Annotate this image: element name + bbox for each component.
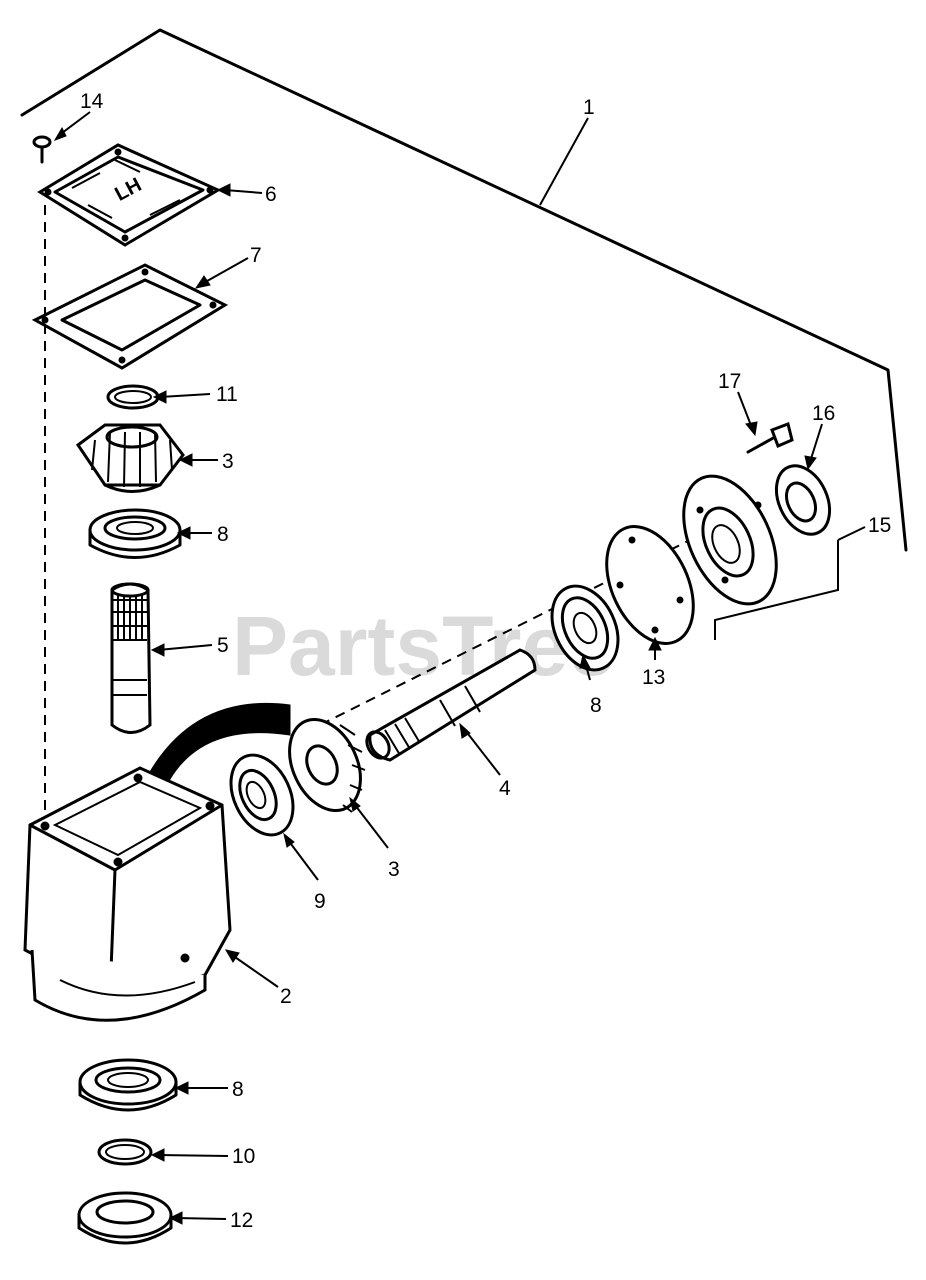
callout-3-upper[interactable]: 3 — [222, 450, 234, 473]
callout-13[interactable]: 13 — [642, 666, 665, 689]
part-2-gear-housing[interactable] — [23, 766, 232, 1022]
part-12-seal[interactable] — [77, 1191, 173, 1245]
part-3-bevel-gear-upper[interactable] — [75, 423, 185, 493]
part-17-bolt[interactable] — [746, 422, 794, 454]
part-6-top-cover[interactable]: LH — [37, 143, 222, 247]
part-8-bearing-lower[interactable] — [78, 1058, 178, 1112]
part-8-bearing-upper[interactable] — [88, 508, 182, 559]
callout-11[interactable]: 11 — [216, 383, 238, 406]
part-16-seal[interactable] — [766, 457, 840, 543]
callout-6[interactable]: 6 — [265, 183, 277, 206]
part-7-gasket[interactable] — [31, 263, 229, 370]
callout-16[interactable]: 16 — [812, 402, 835, 425]
callout-1[interactable]: 1 — [583, 96, 595, 119]
part-9-bearing[interactable] — [219, 745, 305, 845]
callout-8-lower[interactable]: 8 — [232, 1078, 244, 1101]
part-10-snap-ring[interactable] — [97, 1138, 153, 1166]
part-15-bearing-cap[interactable] — [665, 461, 795, 618]
callout-5[interactable]: 5 — [217, 634, 229, 657]
callout-4[interactable]: 4 — [499, 777, 511, 800]
callout-17[interactable]: 17 — [718, 370, 741, 393]
callout-labels: 1 2 3 3 4 5 6 7 8 8 8 9 10 11 12 13 14 1… — [80, 90, 891, 1232]
bracket-15 — [714, 540, 839, 640]
callout-8-upper[interactable]: 8 — [217, 523, 229, 546]
callout-15[interactable]: 15 — [868, 514, 891, 537]
part-14-screw[interactable] — [32, 135, 52, 164]
part-13-gasket-plate[interactable] — [589, 513, 710, 658]
assembly-bracket — [20, 28, 908, 552]
callout-12[interactable]: 12 — [230, 1209, 253, 1232]
leader-arrows — [53, 111, 866, 1225]
callout-3-lower[interactable]: 3 — [388, 858, 400, 881]
callout-7[interactable]: 7 — [250, 244, 262, 267]
part-11-snap-ring[interactable] — [106, 384, 160, 410]
part-3-bevel-gear-lower[interactable] — [276, 708, 375, 822]
callout-10[interactable]: 10 — [232, 1145, 255, 1168]
callout-2[interactable]: 2 — [280, 985, 292, 1008]
part-5-vertical-shaft[interactable] — [110, 582, 152, 734]
part-4-horizontal-shaft[interactable] — [362, 648, 537, 762]
callout-14[interactable]: 14 — [80, 90, 104, 113]
part-8-bearing-right[interactable] — [539, 575, 631, 680]
callout-8-right[interactable]: 8 — [590, 694, 602, 717]
callout-9[interactable]: 9 — [314, 890, 326, 913]
